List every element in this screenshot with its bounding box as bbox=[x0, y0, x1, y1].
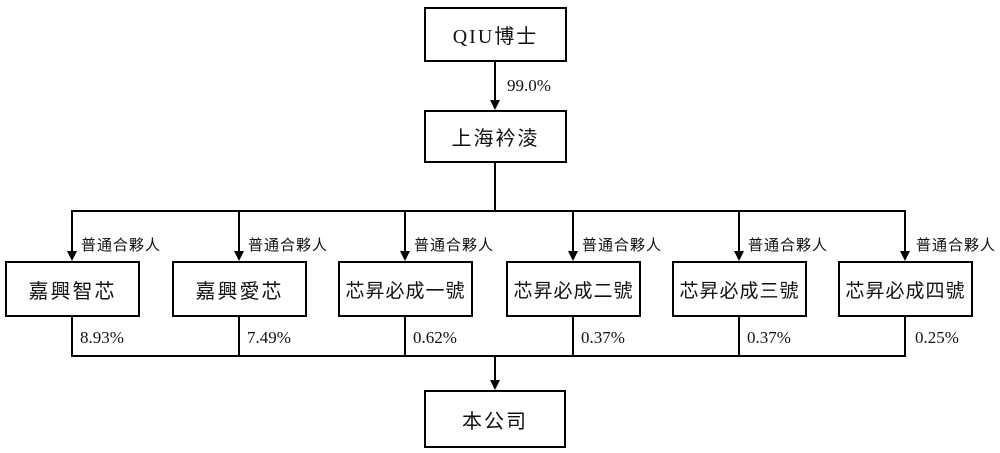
collector-rail bbox=[71, 355, 906, 357]
node-label: 嘉興愛芯 bbox=[195, 280, 284, 303]
arrow-down-icon bbox=[568, 251, 578, 261]
arrow-down-icon bbox=[400, 251, 410, 261]
node-label: 上海衿淩 bbox=[451, 128, 540, 150]
ownership-pct: 0.37% bbox=[747, 328, 791, 347]
entity-down-vline bbox=[738, 317, 740, 357]
node-company: 本公司 bbox=[424, 390, 566, 448]
arrow-down-icon bbox=[734, 251, 744, 261]
node-label: 嘉興智芯 bbox=[28, 280, 117, 303]
branch-vline bbox=[71, 210, 73, 251]
node-shanghai-jinling: 上海衿淩 bbox=[424, 110, 567, 163]
branch-vline bbox=[738, 210, 740, 251]
node-label: 芯昇必成一號 bbox=[345, 280, 466, 302]
ownership-pct: 0.62% bbox=[413, 328, 457, 347]
partner-role-label: 普通合夥人 bbox=[81, 238, 162, 254]
distribution-rail bbox=[71, 210, 906, 212]
partner-role-label: 普通合夥人 bbox=[748, 238, 829, 254]
entity-down-vline bbox=[572, 317, 574, 357]
node-entity: 芯昇必成一號 bbox=[338, 261, 473, 317]
ownership-pct: 0.37% bbox=[581, 328, 625, 347]
branch-vline bbox=[238, 210, 240, 251]
arrow-down-icon bbox=[490, 380, 500, 390]
node-label: 芯昇必成二號 bbox=[513, 280, 634, 302]
node-qiu-doctor: QIU博士 bbox=[424, 7, 567, 62]
ownership-pct: 7.49% bbox=[247, 328, 291, 347]
entity-down-vline bbox=[904, 317, 906, 357]
node-label: 芯昇必成四號 bbox=[845, 280, 966, 302]
ownership-pct: 0.25% bbox=[915, 328, 959, 347]
partner-role-label: 普通合夥人 bbox=[582, 238, 663, 254]
node-entity: 嘉興智芯 bbox=[5, 261, 140, 317]
node-entity: 芯昇必成二號 bbox=[506, 261, 641, 317]
ownership-pct-top: 99.0% bbox=[507, 76, 551, 95]
ownership-pct: 8.93% bbox=[80, 328, 124, 347]
entity-down-vline bbox=[404, 317, 406, 357]
arrow-down-icon bbox=[67, 251, 77, 261]
arrow-down-icon bbox=[234, 251, 244, 261]
partner-role-label: 普通合夥人 bbox=[414, 238, 495, 254]
connector-bottom-vline bbox=[494, 355, 496, 380]
partner-role-label: 普通合夥人 bbox=[916, 238, 997, 254]
node-label: 芯昇必成三號 bbox=[679, 280, 800, 302]
branch-vline bbox=[572, 210, 574, 251]
arrow-down-icon bbox=[490, 100, 500, 110]
partner-role-label: 普通合夥人 bbox=[248, 238, 329, 254]
connector-top-vline bbox=[494, 62, 496, 102]
node-label: QIU博士 bbox=[452, 26, 539, 48]
branch-vline bbox=[904, 210, 906, 251]
node-entity: 芯昇必成三號 bbox=[672, 261, 807, 317]
entity-down-vline bbox=[238, 317, 240, 357]
node-entity: 嘉興愛芯 bbox=[172, 261, 307, 317]
arrow-down-icon bbox=[900, 251, 910, 261]
branch-vline bbox=[404, 210, 406, 251]
node-label: 本公司 bbox=[462, 410, 528, 433]
node-entity: 芯昇必成四號 bbox=[838, 261, 973, 317]
entity-down-vline bbox=[71, 317, 73, 357]
connector-mid-vline bbox=[494, 163, 496, 211]
